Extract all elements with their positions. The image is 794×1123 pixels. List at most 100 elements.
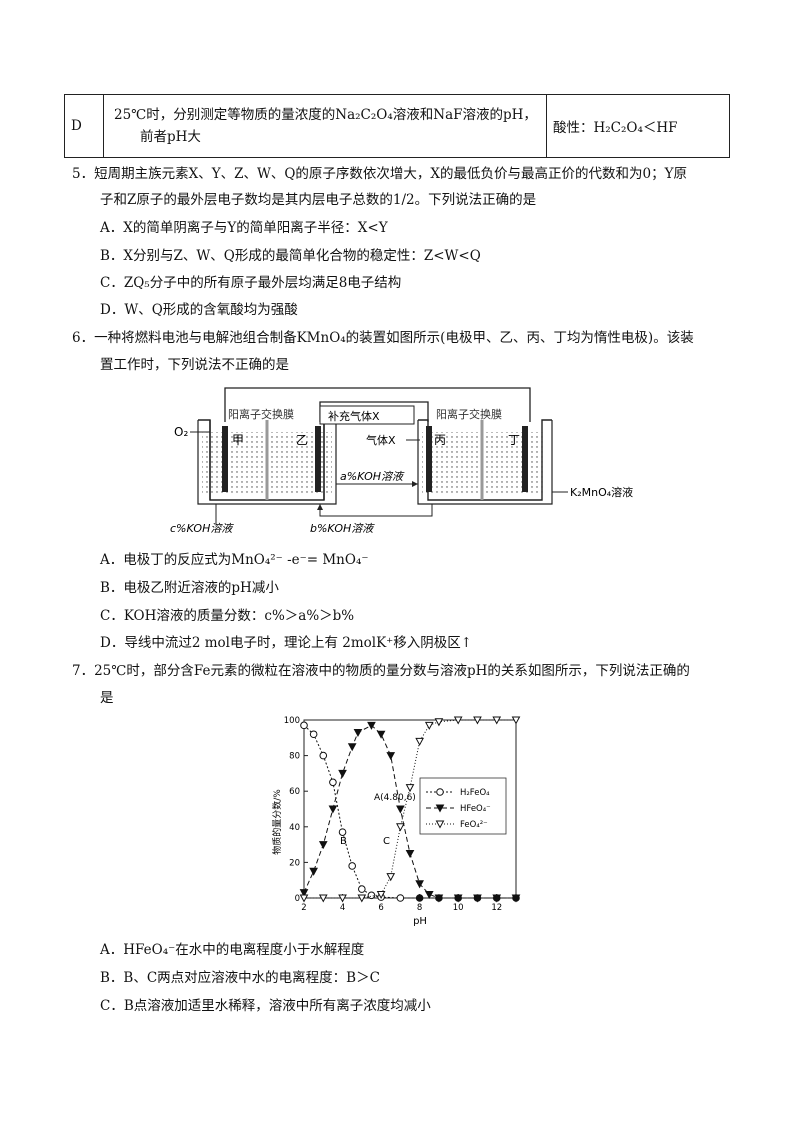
series-line [303,724,516,899]
q6-stem-line2: 置工作时，下列说法不正确的是 [100,357,289,373]
data-point [473,894,482,903]
c-koh-label: c%KOH溶液 [170,522,234,535]
x-tick-label: 12 [491,903,502,913]
data-point [386,873,396,882]
gas-x-label: 气体X [366,433,396,447]
data-point [309,867,318,876]
y-tick-label: 40 [289,823,300,833]
supplement-gas-label: 补充气体X [328,409,380,423]
top-wire [224,387,531,422]
data-point [453,716,463,725]
right-cell-vessel [418,419,552,501]
q5-stem-line1: 5．短周期主族元素X、Y、Z、W、Q的原子序数依次增大，X的最低负价与最高正价的… [72,166,688,182]
annotation-a: A(4.80,6) [374,793,416,803]
data-point [299,889,309,898]
q6-option-a: A．电极丁的反应式为MnO₄²⁻ -e⁻= MnO₄⁻ [100,552,369,568]
data-point [511,894,521,903]
data-point [434,894,444,903]
data-point [492,894,502,903]
annotation-c: C [383,836,390,847]
x-tick-label: 6 [378,903,383,913]
data-point [309,730,318,739]
y-tick-label: 20 [289,858,300,868]
data-point [424,721,434,730]
q5-option-c: C．ZQ₅分子中的所有原子最外层均满足8电子结构 [100,275,402,291]
electrode-bing [426,426,432,492]
y-tick-label: 60 [289,787,300,797]
legend-label: H₂FeO₄ [460,788,490,798]
x-tick-label: 4 [340,903,345,913]
y-tick-label: 80 [289,752,300,762]
legend-marker [436,788,444,796]
data-point [318,894,328,903]
data-point [358,885,366,893]
q6-option-b: B．电极乙附近溶液的pH减小 [100,580,279,596]
x-tick-label: 2 [301,903,306,913]
data-point [415,880,424,889]
electrode-jia [222,426,228,492]
data-point [453,894,463,903]
b-koh-label: b%KOH溶液 [310,522,375,535]
x-axis-label: pH [413,916,427,927]
data-point [353,728,363,738]
q6-option-d: D．导线中流过2 mol电子时，理论上有 2molK⁺移入阴极区↑ [100,635,473,651]
data-point [338,894,347,903]
data-point [300,721,308,730]
q7-option-a: A．HFeO₄⁻在水中的电离程度小于水解程度 [100,942,365,958]
table-experiment-line2: 前者pH大 [140,129,201,145]
data-point [318,841,328,850]
data-point [338,769,347,778]
q6-stem-line1: 6．一种将燃料电池与电解池组合制备KMnO₄的装置如图所示(电极甲、乙、丙、丁均… [72,330,694,346]
x-tick-label: 8 [417,903,422,913]
data-point [396,823,405,832]
table-experiment-line1: 25℃时，分别测定等物质的量浓度的Na₂C₂O₄溶液和NaF溶液的pH， [114,107,537,123]
data-point [492,716,502,725]
data-point [367,721,376,730]
data-point [347,743,357,752]
q7-option-b: B．B、C两点对应溶液中水的电离程度：B＞C [100,970,380,986]
y-axis-label: 物质的量分数/% [271,789,283,855]
y-tick-label: 100 [284,716,300,726]
plot-frame [303,719,517,899]
legend-label: FeO₄²⁻ [460,820,488,830]
electrode-jia-label: 甲 [232,433,244,447]
legend-label: HFeO₄⁻ [460,804,491,814]
data-point [376,730,386,739]
answer-table: D 25℃时，分别测定等物质的量浓度的Na₂C₂O₄溶液和NaF溶液的pH， 前… [64,94,730,158]
electrode-yi-label: 乙 [296,433,308,447]
data-point [386,752,396,761]
data-point [424,890,434,899]
q7-stem-line2: 是 [100,690,114,706]
table-option-letter: D [64,94,104,158]
table-experiment-cell: 25℃时，分别测定等物质的量浓度的Na₂C₂O₄溶液和NaF溶液的pH， 前者p… [103,94,547,158]
q7-stem-line1: 7．25℃时，部分含Fe元素的微粒在溶液中的物质的量分数与溶液pH的关系如图所示… [72,663,690,679]
data-point [396,805,405,814]
electrode-yi [315,426,321,492]
data-point [405,784,415,793]
data-point [415,894,424,902]
annotation-b: B [340,836,347,847]
electrode-bing-label: 丙 [434,433,446,447]
middle-wire-right [420,401,429,422]
data-point [511,716,521,725]
series-line [304,719,516,899]
chart-series [299,716,521,903]
electrolysis-apparatus-diagram: 补充气体X 气体X 阳离子交换膜 阳离子交换膜 O₂ 甲 乙 丙 丁 a%KOH… [170,387,633,535]
q5-option-b: B．X分别与Z、W、Q形成的最简单化合物的稳定性：Z<W<Q [100,248,481,264]
table-row: D 25℃时，分别测定等物质的量浓度的Na₂C₂O₄溶液和NaF溶液的pH， 前… [64,94,730,158]
supplement-gas-box [319,405,415,425]
membrane-left-label: 阳离子交换膜 [228,407,294,421]
data-point [376,890,386,899]
data-point [357,894,367,903]
data-point [329,778,337,787]
data-point [396,894,405,902]
data-point [434,718,444,727]
table-conclusion: 酸性：H₂C₂O₄＜HF [546,94,730,158]
legend-marker [435,820,445,829]
data-point [367,891,376,900]
data-point [415,737,424,746]
electrode-ding [522,426,528,492]
o2-label: O₂ [174,425,188,439]
